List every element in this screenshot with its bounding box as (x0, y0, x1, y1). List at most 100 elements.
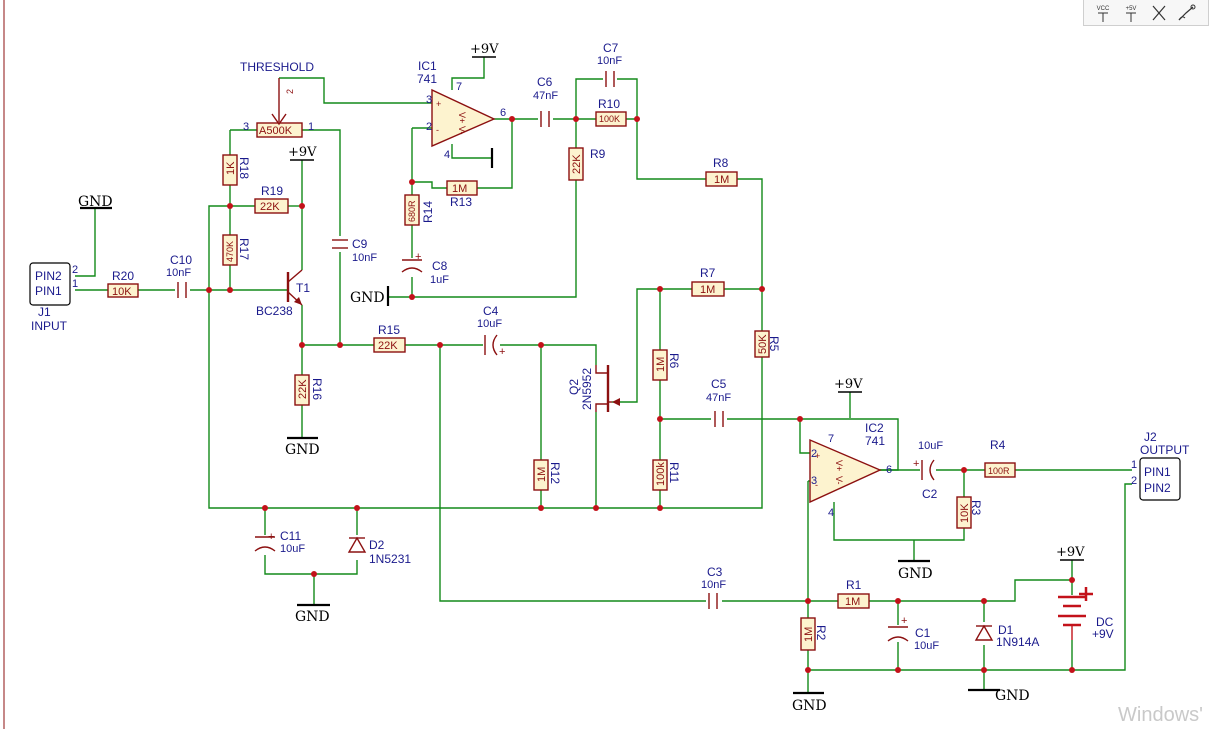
r11-resistor[interactable]: 100k R11 (652, 459, 681, 491)
power-symbols: GND GND GND GND GND GND GND +9V +9V +9V … (78, 42, 1085, 714)
ic1-value: 741 (417, 72, 437, 86)
d1-diode[interactable]: D1 1N914A (974, 623, 1039, 649)
r11-value: 100k (655, 462, 667, 486)
ic2-ref: IC2 (865, 421, 884, 435)
symbol-toolbar: VCC +5V (1083, 0, 1209, 26)
c6-capacitor[interactable]: C6 47nF (533, 75, 558, 127)
r11-ref: R11 (667, 462, 681, 483)
r10-resistor[interactable]: 100K R10 (595, 97, 627, 127)
vcc-symbol-tool[interactable]: VCC (1092, 3, 1114, 23)
ic2-pin2: 2 (811, 448, 817, 460)
r15-resistor[interactable]: 22K R15 (373, 323, 406, 353)
c1-capacitor[interactable]: + C1 10uF (887, 615, 939, 652)
probe-tool[interactable] (1176, 3, 1198, 23)
ic2-plus: + (815, 451, 820, 461)
c7-capacitor[interactable]: C7 10nF (597, 41, 622, 87)
r6-resistor[interactable]: 1M R6 (652, 349, 681, 381)
r17-resistor[interactable]: 470K R17 (222, 234, 251, 266)
ic1-opamp[interactable]: + - V+ V- 3 2 6 7 4 IC1 741 (417, 59, 506, 161)
c9-ref: C9 (352, 237, 368, 251)
c2-ref: C2 (922, 487, 938, 501)
pot-pin-3: 3 (243, 121, 249, 133)
svg-text:+5V: +5V (1126, 6, 1137, 12)
r8-resistor[interactable]: 1M R8 (705, 156, 738, 187)
ic2-pin7: 7 (828, 433, 834, 445)
t1-transistor[interactable]: T1 BC238 (256, 269, 310, 318)
no-connect-tool[interactable] (1148, 3, 1170, 23)
ic1-minus: - (436, 125, 439, 135)
j1-ref: J1 (38, 305, 51, 319)
r3-ref: R3 (969, 500, 983, 516)
c10-capacitor[interactable]: C10 10nF (166, 253, 192, 298)
d2-diode[interactable]: D2 1N5231 (347, 536, 411, 566)
r13-value: 1M (452, 183, 467, 195)
r8-ref: R8 (713, 156, 729, 170)
vcc-label-ic1: +9V (470, 42, 499, 57)
c1-value: 10uF (914, 640, 939, 652)
plus5v-symbol-tool[interactable]: +5V (1120, 3, 1142, 23)
pot-value: A500K (259, 125, 293, 137)
j1-pin1-label: PIN1 (35, 284, 62, 298)
q2-value: 2N5952 (580, 368, 594, 410)
junctions (206, 116, 1075, 673)
gnd-label-ic2: GND (898, 566, 933, 582)
q2-jfet[interactable]: Q2 2N5952 (567, 365, 620, 412)
c3-value: 10nF (701, 579, 726, 591)
r13-resistor[interactable]: 1M R13 (446, 180, 478, 209)
j2-pin-number-1: 1 (1131, 459, 1137, 471)
r4-value: 100R (988, 466, 1010, 476)
c5-ref: C5 (711, 377, 727, 391)
c2-capacitor[interactable]: + C2 10uF (913, 440, 943, 501)
threshold-label: THRESHOLD (240, 60, 314, 74)
dc-battery[interactable]: DC +9V (1058, 587, 1114, 641)
r16-resistor[interactable]: 22K R16 (294, 374, 324, 406)
gnd-label-r16: GND (285, 442, 320, 458)
r7-value: 1M (700, 284, 715, 296)
j2-connector[interactable]: PIN1 PIN2 1 2 J2 OUTPUT (1131, 430, 1190, 501)
gnd-label-d1: GND (995, 688, 1030, 704)
r5-resistor[interactable]: 50K R5 (754, 330, 781, 358)
threshold-potentiometer[interactable]: A500K 3 1 2 THRESHOLD (240, 60, 314, 138)
r7-resistor[interactable]: 1M R7 (691, 266, 725, 297)
r14-resistor[interactable]: 680R R14 (404, 194, 435, 226)
ic1-vminus: V- (457, 126, 467, 135)
q2-ref: Q2 (567, 379, 581, 395)
r2-resistor[interactable]: 1M R2 (800, 617, 828, 651)
dc-ref: DC (1096, 615, 1114, 629)
r20-ref: R20 (112, 269, 134, 283)
ic2-minus: - (815, 480, 818, 490)
c9-capacitor[interactable]: C9 10nF (332, 237, 377, 264)
j1-connector[interactable]: PIN2 PIN1 2 1 J1 INPUT (29, 262, 78, 333)
r19-resistor[interactable]: 22K R19 (254, 184, 289, 214)
r18-resistor[interactable]: 1K R18 (222, 154, 251, 186)
r20-resistor[interactable]: 10K R20 (107, 269, 139, 298)
r10-ref: R10 (598, 97, 620, 111)
probe-icon (1178, 4, 1196, 20)
plus5v-icon: +5V (1126, 6, 1137, 22)
c8-plus: + (415, 251, 421, 263)
r17-ref: R17 (237, 238, 251, 260)
r4-resistor[interactable]: 100R R4 (984, 438, 1016, 478)
r3-resistor[interactable]: 10K R3 (956, 496, 983, 529)
vcc-label-dc: +9V (1056, 545, 1085, 560)
r9-resistor[interactable]: 22K R9 (568, 147, 606, 181)
c11-capacitor[interactable]: + C11 10uF (254, 529, 305, 555)
ic2-opamp[interactable]: + - V+ V- 2 3 6 7 4 IC2 741 (809, 421, 892, 519)
r5-ref: R5 (767, 336, 781, 352)
c4-capacitor[interactable]: + C4 10uF (477, 304, 505, 358)
c4-plus: + (499, 346, 505, 358)
j1-pin-number-2: 2 (72, 264, 78, 276)
r3-value: 10K (959, 503, 971, 523)
c11-plus: + (268, 531, 274, 543)
r1-resistor[interactable]: 1M R1 (837, 578, 870, 609)
j2-ref: J2 (1144, 430, 1157, 444)
c6-ref: C6 (537, 75, 553, 89)
r12-resistor[interactable]: 1M R12 (533, 459, 562, 491)
d1-value: 1N914A (996, 635, 1039, 649)
c6-value: 47nF (533, 90, 558, 102)
c3-capacitor[interactable]: C3 10nF (701, 565, 726, 609)
c5-capacitor[interactable]: C5 47nF (706, 377, 731, 427)
r1-ref: R1 (846, 578, 862, 592)
c8-capacitor[interactable]: + C8 1uF (401, 251, 449, 286)
